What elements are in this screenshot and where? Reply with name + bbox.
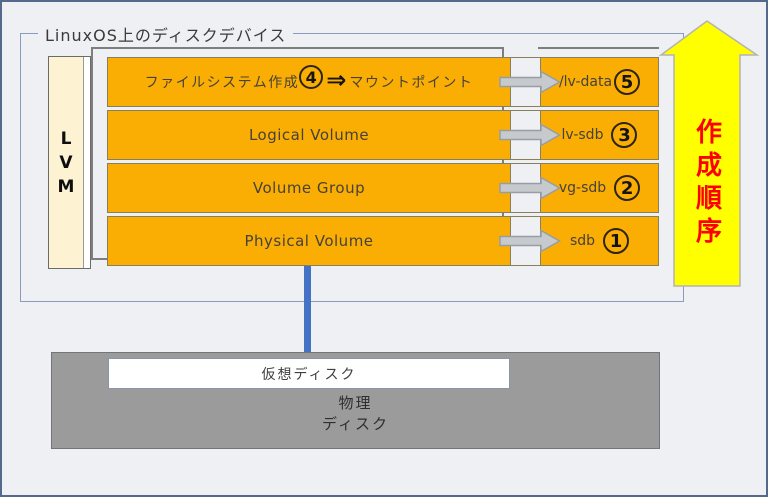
logical-volume-label: Logical Volume	[248, 126, 370, 144]
lvm-letter: L	[60, 128, 72, 149]
mountpoint-name: /lv-data	[558, 74, 613, 90]
creation-order-arrow	[658, 20, 760, 287]
right-arrow-icon	[499, 123, 561, 147]
right-arrow-icon	[499, 70, 561, 94]
mountpoint-label: マウントポイント	[349, 75, 474, 91]
row-logical-volume: Logical Volume lv-sdb 3	[107, 110, 659, 160]
diagram-title: LinuxOS上のディスクデバイス	[38, 22, 294, 46]
lvm-letter: M	[57, 176, 75, 197]
physical-volume-cell: Physical Volume	[107, 216, 511, 266]
step-badge-4: 4	[299, 65, 324, 89]
virtual-disk-box: 仮想ディスク	[108, 358, 510, 389]
lv-name: lv-sdb	[561, 127, 604, 143]
lvm-layer-stack: ファイルシステム作成 4 ⇒ マウントポイント /lv-data 5 Logic…	[107, 57, 659, 269]
volume-group-cell: Volume Group	[107, 163, 511, 213]
right-arrow-icon	[499, 229, 561, 253]
vg-name: vg-sdb	[558, 180, 607, 196]
volume-group-label: Volume Group	[252, 179, 366, 197]
lvm-label-box: L V M	[48, 56, 91, 269]
filesystem-cell: ファイルシステム作成 4 ⇒ マウントポイント	[107, 57, 511, 107]
virtual-disk-label: 仮想ディスク	[261, 366, 357, 383]
mountpoint-name-cell: /lv-data 5	[540, 57, 659, 107]
step-badge-5: 5	[614, 69, 641, 95]
row-volume-group: Volume Group vg-sdb 2	[107, 163, 659, 213]
physical-disk-label: 物理 ディスク	[52, 393, 659, 435]
disk-connector-line	[304, 266, 311, 354]
logical-volume-cell: Logical Volume	[107, 110, 511, 160]
physical-disk-label-line2: ディスク	[322, 415, 389, 433]
pv-name: sdb	[569, 233, 596, 249]
step-badge-1: 1	[603, 228, 630, 254]
row-physical-volume: Physical Volume sdb 1	[107, 216, 659, 266]
stack-backdrop-frame-right	[538, 47, 659, 57]
physical-disk-label-line1: 物理	[338, 394, 373, 412]
lvm-label-inner: L V M	[49, 57, 84, 268]
physical-volume-label: Physical Volume	[244, 232, 374, 250]
lvm-letter: V	[59, 152, 73, 173]
right-arrow-icon	[499, 176, 561, 200]
step-badge-2: 2	[614, 175, 641, 201]
creation-order-text: 作成順序	[691, 118, 722, 250]
double-arrow-glyph: ⇒	[326, 66, 347, 94]
filesystem-label: ファイルシステム作成	[144, 75, 300, 91]
row-filesystem: ファイルシステム作成 4 ⇒ マウントポイント /lv-data 5	[107, 57, 659, 107]
step-badge-3: 3	[611, 122, 638, 148]
